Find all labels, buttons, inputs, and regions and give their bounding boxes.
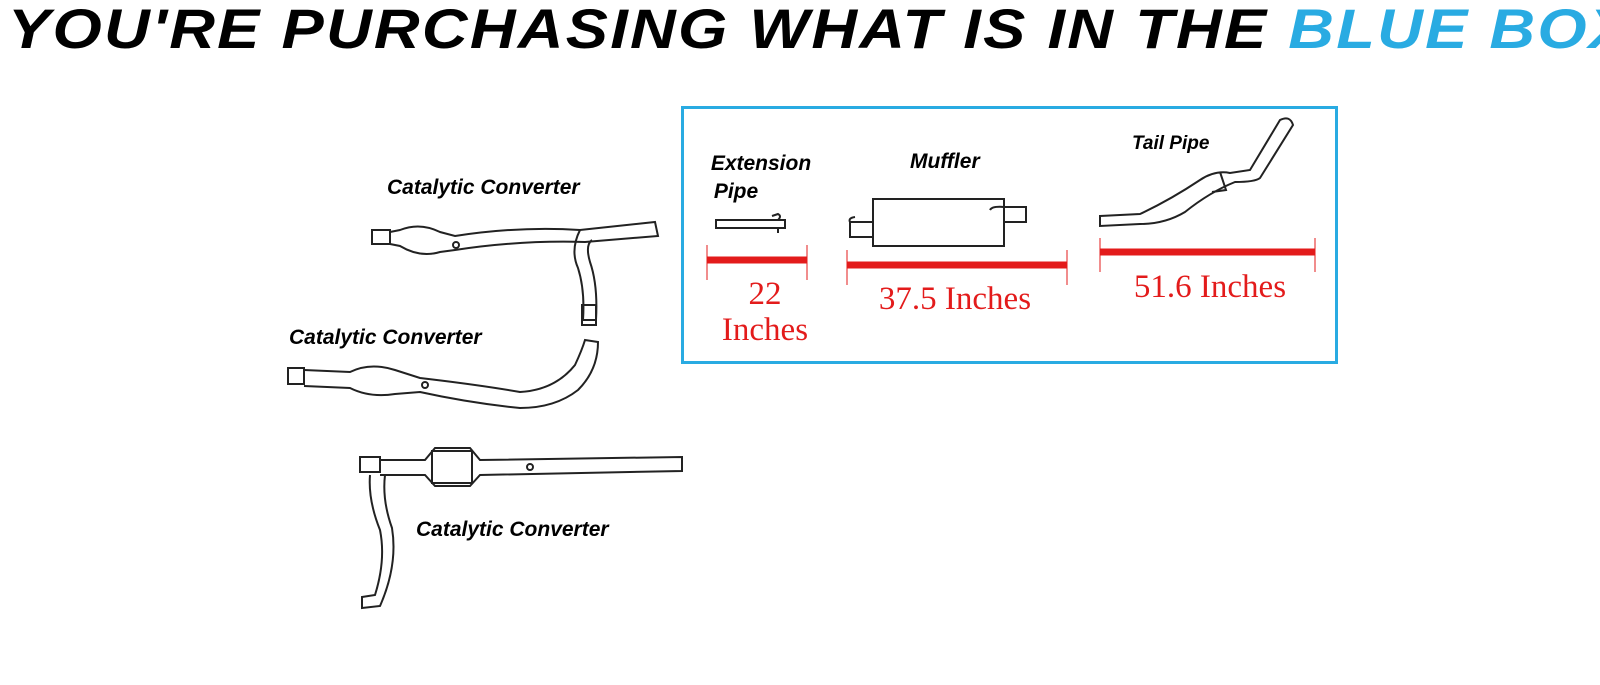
converter-label-1: Catalytic Converter (387, 176, 580, 199)
catalytic-converter-2-drawing (287, 338, 600, 410)
muffler-measure: 37.5 Inches (878, 281, 1032, 317)
title-text: YOU'RE PURCHASING WHAT IS IN THE (8, 0, 1269, 60)
catalytic-converter-3-drawing (359, 447, 683, 610)
tail-pipe-drawing (1099, 117, 1295, 228)
page-title: YOU'RE PURCHASING WHAT IS IN THE BLUE BO… (8, 0, 1600, 61)
measure-line: Inches (721, 312, 809, 348)
converter-label-2: Catalytic Converter (289, 326, 482, 349)
measure-line: 22 (748, 276, 782, 312)
converter-label-3: Catalytic Converter (416, 518, 609, 541)
label-line: Extension (710, 152, 812, 175)
tail-pipe-label: Tail Pipe (1132, 133, 1210, 154)
muffler-label: Muffler (910, 150, 980, 173)
blue-box (681, 106, 1338, 364)
muffler-drawing (848, 198, 1027, 247)
title-highlight: BLUE BOX (1288, 0, 1600, 60)
extension-pipe-drawing (715, 212, 786, 233)
measurement-bars (706, 238, 1316, 285)
tail-pipe-measure: 51.6 Inches (1133, 269, 1287, 305)
catalytic-converter-1-drawing (371, 220, 660, 326)
label-line: Pipe (713, 180, 759, 203)
